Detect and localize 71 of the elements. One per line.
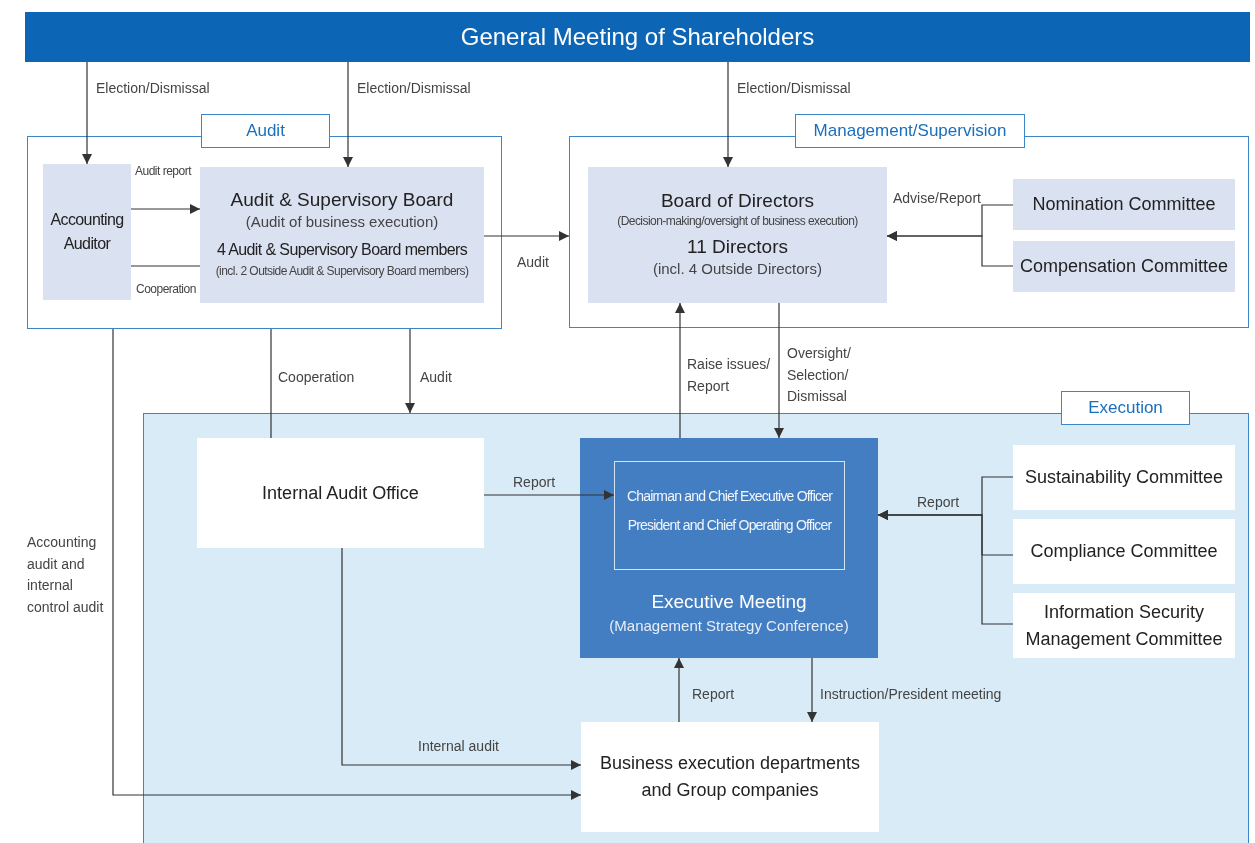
role-box [614,461,845,570]
box-text: (incl. 4 Outside Directors) [652,259,823,277]
box-title: Accounting Auditor [49,210,125,254]
box-title: Chairman and Chief Executive Officer [626,487,833,506]
box-title: Internal Audit Office [262,481,419,505]
process-box [200,167,484,303]
arrow [82,61,92,165]
box-title: Compliance Committee [1030,540,1218,563]
edge-label: Report [692,685,735,704]
box-title: Nomination Committee [1032,193,1216,216]
edge-label: Audit [420,368,452,387]
box-text: President and Chief Operating Officer [627,516,832,536]
arrow [483,490,615,500]
process-box [588,167,887,303]
box-text: (Decision-making/oversight of business execution) [617,213,858,228]
edge-label: Cooperation [136,281,196,298]
group-tab: Execution [1061,391,1190,425]
process-box [580,438,878,658]
box-text: 4 Audit & Supervisory Board members [216,239,468,260]
arrow [807,657,817,723]
edge-label: Raise issues/ Report [687,355,772,396]
edge-label: Audit report [135,163,192,180]
arrow [405,328,415,414]
box-title: Information Security Management Committee [1024,600,1224,651]
arrow [674,657,684,723]
arrow [112,328,582,800]
process-box [43,164,131,300]
box-text: (Audit of business execution) [245,212,439,230]
box-title: Compensation Committee [1019,255,1229,278]
edge-label: Instruction/President meeting [820,685,1002,704]
edge-label: Advise/Report [893,189,981,208]
box-text: (incl. 2 Outside Audit & Supervisory Board members) [215,263,469,278]
arrow [774,302,784,439]
group-tab: Management/Supervision [795,114,1025,148]
box-title: Sustainability Committee [1024,466,1224,489]
arrow [877,510,1014,625]
arrow [343,61,353,168]
arrow [130,204,201,214]
edge-label: Internal audit [418,737,499,756]
arrow [483,231,570,241]
process-box [1013,519,1235,584]
box-text: 11 Directors [687,235,788,258]
box-text: (Management Strategy Conference) [609,617,849,634]
process-box [1013,241,1235,292]
process-box [581,722,879,832]
connector-line [130,265,201,267]
group-tab: Audit [201,114,330,148]
edge-label: Report [917,493,960,512]
arrow [341,547,582,770]
header-bar [25,12,1250,62]
edge-label: Accounting audit and internal control audit [27,533,105,618]
arrow [886,231,1014,267]
process-box [1013,179,1235,230]
edge-label: Cooperation [278,368,355,387]
edge-label: Report [513,473,556,492]
edge-label: Audit [517,253,549,272]
box-title: General Meeting of Shareholders [460,23,815,51]
edge-label: Election/Dismissal [737,79,851,98]
edge-label: Election/Dismissal [357,79,471,98]
box-title: Business execution departments and Group companies [598,752,862,802]
box-title: Executive Meeting [651,591,807,613]
arrow [723,61,733,168]
process-box [1013,593,1235,658]
process-box [1013,445,1235,510]
arrow [675,302,685,439]
process-box [197,438,484,548]
connector-line [270,328,272,439]
edge-label: Election/Dismissal [96,79,210,98]
box-title: Audit & Supervisory Board [230,188,454,211]
edge-label: Oversight/ Selection/ Dismissal [787,344,852,407]
box-title: Board of Directors [660,189,815,212]
